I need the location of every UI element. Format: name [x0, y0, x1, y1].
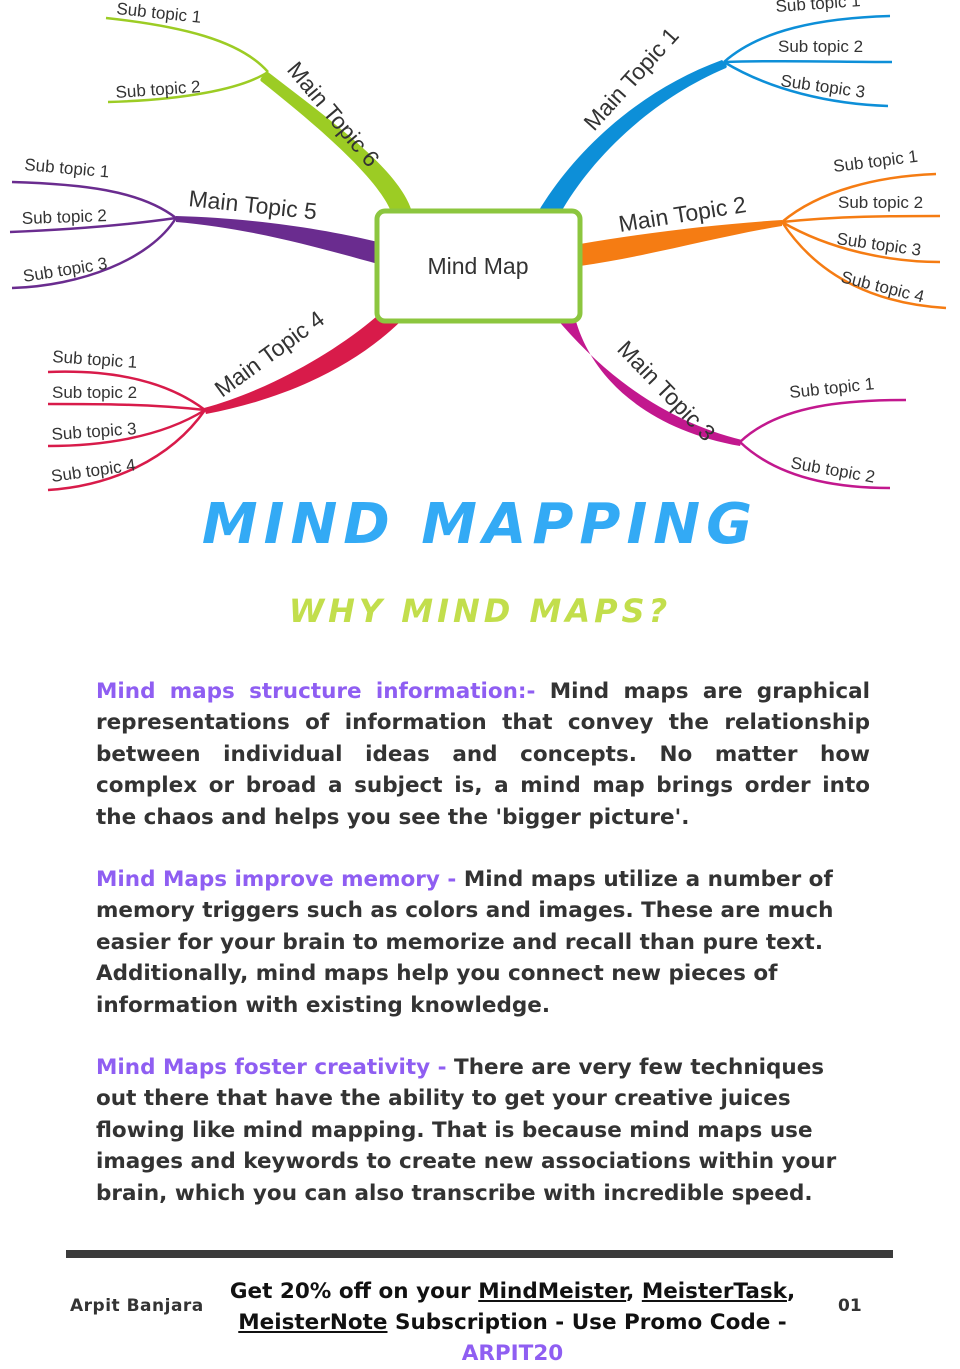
footer-promo: Get 20% off on your MindMeister, Meister…: [200, 1276, 825, 1369]
mind-map-diagram: Mind Map Main Topic 1 Main Topic 2 Main …: [9, 0, 947, 492]
main-topic-6-label: Main Topic 6: [282, 57, 385, 172]
page-subtitle: WHY MIND MAPS?: [288, 592, 672, 630]
branch-main-topic-5: [9, 180, 378, 290]
topic-2-subtopic-1: Sub topic 1: [832, 147, 919, 176]
mindmeister-link[interactable]: MindMeister: [478, 1279, 627, 1304]
promo-middle: Subscription - Use Promo Code -: [387, 1310, 787, 1335]
topic-2-subtopic-4: Sub topic 4: [839, 267, 926, 306]
topic-3-subtopic-2: Sub topic 2: [789, 453, 876, 486]
branch-main-topic-2: [580, 172, 947, 310]
branch-main-topic-1: [538, 14, 893, 214]
footer-author: Arpit Banjara: [70, 1296, 204, 1316]
section-body: Mind maps are graphical representations …: [96, 679, 870, 830]
topic-6-subtopic-2: Sub topic 2: [115, 77, 201, 102]
topic-3-subtopic-1: Sub topic 1: [788, 374, 875, 402]
topic-5-subtopic-1: Sub topic 1: [24, 155, 110, 181]
section-structure-information: Mind maps structure information:- Mind m…: [96, 676, 870, 833]
topic-4-subtopic-2: Sub topic 2: [52, 383, 137, 402]
section-improve-memory: Mind Maps improve memory - Mind maps uti…: [96, 864, 870, 1021]
promo-prefix: Get 20% off on your: [229, 1279, 479, 1304]
section-lead: Mind Maps foster creativity -: [96, 1055, 447, 1080]
meistertask-link[interactable]: MeisterTask: [641, 1279, 787, 1304]
mind-map-center-box: [374, 208, 583, 324]
section-lead: Mind Maps improve memory -: [96, 867, 457, 892]
section-body: Mind maps utilize a number of memory tri…: [96, 867, 834, 1018]
page-number: 01: [838, 1296, 862, 1316]
topic-1-subtopic-1: Sub topic 1: [775, 0, 861, 16]
page-title: MIND MAPPING: [201, 492, 759, 557]
footer-divider: [66, 1250, 893, 1258]
topic-1-subtopic-2: Sub topic 2: [778, 37, 863, 56]
meisternote-link[interactable]: MeisterNote: [238, 1310, 388, 1335]
section-foster-creativity: Mind Maps foster creativity - There are …: [96, 1052, 870, 1209]
section-lead: Mind maps structure information:-: [96, 679, 536, 704]
mind-map-center-label: Mind Map: [428, 253, 529, 279]
branch-main-topic-3: [556, 314, 907, 490]
topic-4-subtopic-1: Sub topic 1: [52, 347, 138, 372]
branch-main-topic-6: [105, 16, 412, 214]
topic-1-subtopic-3: Sub topic 3: [779, 71, 866, 102]
promo-separator: ,: [786, 1279, 796, 1304]
section-body: There are very few techniques out there …: [96, 1055, 837, 1206]
topic-5-subtopic-2: Sub topic 2: [21, 206, 107, 228]
topic-6-subtopic-1: Sub topic 1: [116, 0, 203, 27]
promo-code: ARPIT20: [461, 1341, 564, 1366]
topic-4-subtopic-4: Sub topic 4: [50, 455, 137, 486]
topic-2-subtopic-2: Sub topic 2: [838, 193, 923, 212]
promo-separator: ,: [626, 1279, 642, 1304]
